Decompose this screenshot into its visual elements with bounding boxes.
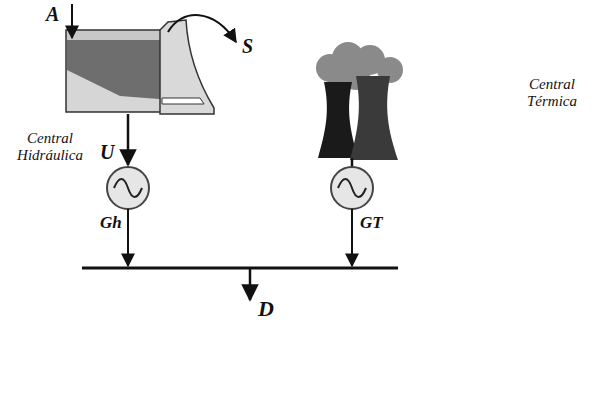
cooling-towers [316, 42, 403, 160]
variable-label: A [46, 4, 59, 24]
spill-arrow [168, 15, 236, 42]
variable-label: GT [360, 214, 383, 231]
generator-symbol [107, 167, 149, 209]
variable-label: D [258, 298, 274, 320]
bus-bar [82, 267, 398, 270]
plant-name: Central Térmica [504, 76, 600, 111]
plant-label: Central Térmica [504, 76, 600, 111]
thermal-shaft [351, 158, 354, 167]
variable-label: U [100, 142, 114, 162]
dam [160, 20, 214, 114]
demand-arrow [249, 268, 252, 300]
plant-name: Central Hidráulica [4, 130, 96, 165]
variable-label: S [242, 36, 253, 56]
thermal-generation-arrow [351, 209, 353, 266]
generator-symbol [331, 167, 373, 209]
inflow-arrow [71, 4, 73, 38]
variable-label: Gh [100, 214, 122, 231]
turbined-flow-arrow [127, 114, 130, 165]
hydro-generation-arrow [127, 209, 129, 266]
plant-label: Central Hidráulica [4, 130, 96, 165]
